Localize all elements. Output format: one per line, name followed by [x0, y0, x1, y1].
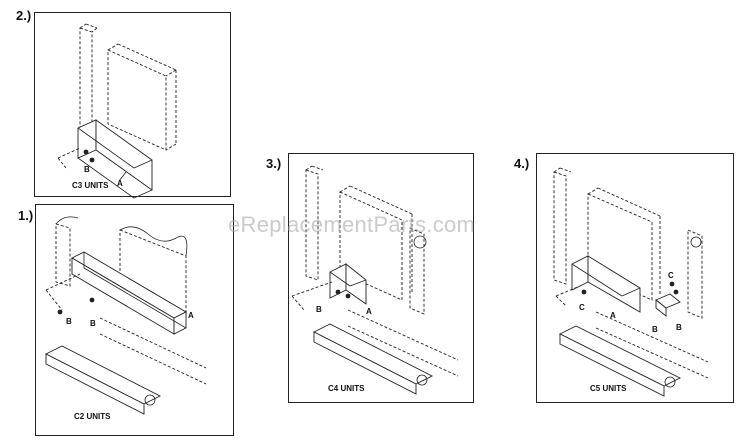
callout-c5-a: A: [610, 311, 616, 320]
callout-c5-b-right: B: [676, 323, 682, 332]
assembly-c2: B B A: [45, 216, 207, 415]
caption-c5-units: C5 UNITS: [590, 384, 627, 393]
callout-c4-a: A: [366, 307, 372, 316]
step-label-4: 4.): [514, 156, 530, 171]
callout-c3-a: A: [117, 179, 123, 188]
callout-c5-c-right: C: [668, 271, 674, 280]
callout-c2-a: A: [188, 311, 194, 320]
step-label-2: 2.): [16, 8, 32, 23]
watermark-text: eReplacementParts.com: [228, 212, 476, 237]
callout-c2-b-left: B: [66, 317, 72, 326]
assembly-c4: B A: [291, 165, 459, 395]
callout-c2-b-center: B: [90, 319, 96, 328]
step-label-1: 1.): [18, 208, 34, 223]
callout-c5-c-left: C: [579, 303, 585, 312]
callout-c5-b-left: B: [652, 325, 658, 334]
callout-c4-b: B: [316, 305, 322, 314]
assembly-c3: B A: [57, 23, 177, 199]
panel-step-3: [288, 153, 474, 403]
callout-c3-b: B: [84, 165, 90, 174]
caption-c3-units: C3 UNITS: [72, 181, 109, 190]
caption-c2-units: C2 UNITS: [74, 412, 111, 421]
caption-c4-units: C4 UNITS: [328, 384, 365, 393]
assembly-c5: C C A B B: [553, 167, 709, 397]
step-label-3: 3.): [266, 156, 282, 171]
